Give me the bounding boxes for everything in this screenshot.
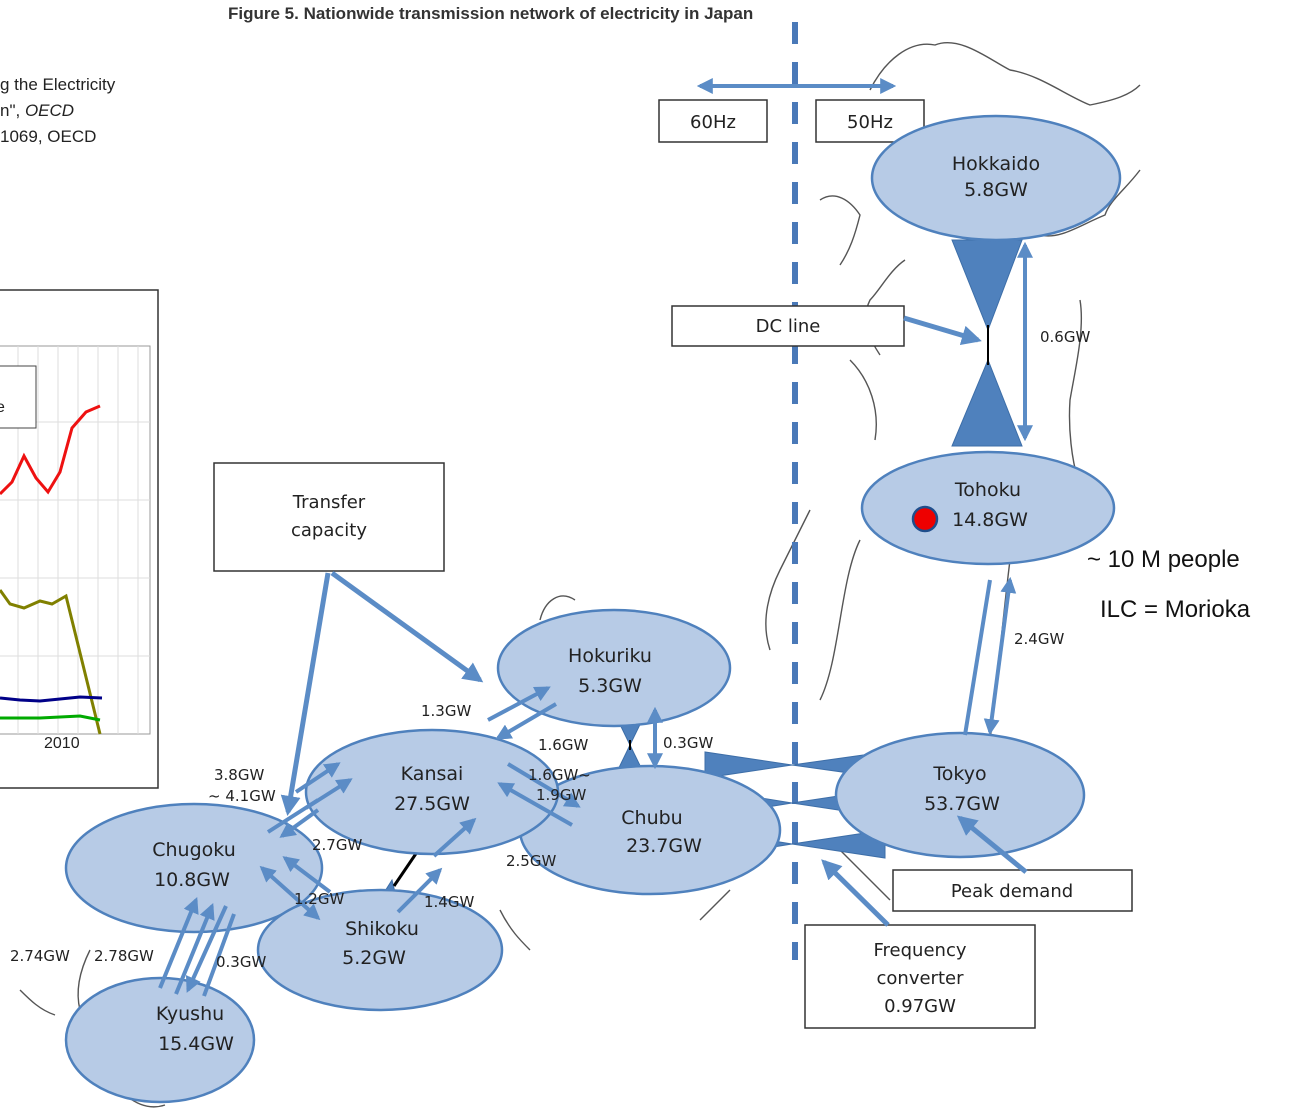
cap-kansai-shikoku-dc: 2.5GW xyxy=(506,852,556,870)
label-60hz-box xyxy=(658,99,768,143)
callout-frequency-converter: Frequency converter 0.97GW xyxy=(804,924,1036,1029)
partial-chart: e 2010 xyxy=(0,289,159,789)
chart-series-navy xyxy=(0,695,103,703)
chart-legend xyxy=(0,365,37,429)
cap-chugoku-shikoku: 2.7GW xyxy=(312,836,362,854)
region-tohoku: Tohoku 14.8GW xyxy=(860,450,1116,566)
peak-demand-pointer xyxy=(956,815,1028,874)
figure-title: Figure 5. Nationwide transmission networ… xyxy=(228,4,754,23)
label-60hz: 60Hz xyxy=(690,112,736,133)
cap-kansai-hokuriku: 1.3GW xyxy=(421,702,471,720)
region-capacity: 53.7GW xyxy=(924,793,1000,815)
cap-tohoku-tokyo: 2.4GW xyxy=(1014,630,1064,648)
region-capacity: 5.8GW xyxy=(964,179,1028,201)
callout-peak-demand: Peak demand xyxy=(892,869,1133,912)
reference-line-1: g the Electricity xyxy=(0,75,116,94)
hokkaido-tohoku-dc-link-lower xyxy=(951,358,1023,447)
cap-kansai-chubu-a: 1.6GW~ xyxy=(528,766,591,784)
region-capacity: 5.2GW xyxy=(342,947,406,969)
legend-fragment: e xyxy=(0,399,5,416)
label-50hz: 50Hz xyxy=(847,112,893,133)
transfer-pointer-left xyxy=(280,572,331,816)
transfer-pointer-right xyxy=(330,570,484,683)
callout-transfer-capacity: Transfer capacity xyxy=(213,462,445,572)
chart-series-olive xyxy=(0,589,102,735)
region-kansai: Kansai 27.5GW xyxy=(304,728,560,856)
region-hokuriku: Hokuriku 5.3GW xyxy=(496,608,732,728)
chart-series-red xyxy=(0,404,101,496)
region-chubu: Chubu 23.7GW xyxy=(518,764,782,896)
ilc-note: ILC = Morioka xyxy=(1100,596,1251,623)
region-chugoku: Chugoku 10.8GW xyxy=(64,802,324,934)
svg-text:0.97GW: 0.97GW xyxy=(884,996,956,1017)
cap-kansai-chubu-b: 1.9GW xyxy=(536,786,586,804)
cap-hokkaido-tohoku: 0.6GW xyxy=(1040,328,1090,346)
cap-kansai-chugoku-a: 3.8GW xyxy=(214,766,264,784)
region-capacity: 15.4GW xyxy=(158,1033,234,1055)
cap-kansai-chugoku-b: ~ 4.1GW xyxy=(208,787,276,805)
cap-kyushu-a: 2.74GW xyxy=(10,947,70,965)
region-name: Chubu xyxy=(621,807,682,829)
region-name: Kansai xyxy=(401,763,464,785)
svg-text:Frequency: Frequency xyxy=(874,940,967,961)
region-kyushu: Kyushu 15.4GW xyxy=(64,976,256,1104)
dc-line-pointer xyxy=(903,315,982,346)
region-tokyo: Tokyo 53.7GW xyxy=(834,731,1086,859)
cap-hokuriku-chubu-b: 0.3GW xyxy=(663,734,713,752)
region-hokkaido: Hokkaido 5.8GW xyxy=(870,114,1122,242)
svg-text:Transfer: Transfer xyxy=(292,492,366,513)
hokkaido-tohoku-dc-link xyxy=(951,239,1023,332)
region-name: Hokuriku xyxy=(568,645,652,667)
cap-kyushu-b: 2.78GW xyxy=(94,947,154,965)
reference-line-2-italic: OECD xyxy=(24,101,75,120)
region-name: Hokkaido xyxy=(952,153,1040,175)
cap-shikoku-kyushu-a: 1.2GW xyxy=(294,890,344,908)
reference-line-2-plain: n", xyxy=(0,101,21,120)
region-name: Kyushu xyxy=(156,1003,224,1025)
reference-line-2: n", OECD xyxy=(0,101,74,121)
region-capacity: 14.8GW xyxy=(952,509,1028,531)
svg-text:DC line: DC line xyxy=(756,316,821,337)
svg-text:capacity: capacity xyxy=(291,520,367,541)
svg-text:Peak demand: Peak demand xyxy=(951,881,1073,902)
reference-line-3: 1069, OECD xyxy=(0,127,97,146)
cap-hokuriku-chubu-a: 1.6GW xyxy=(538,736,588,754)
morioka-marker xyxy=(911,505,939,533)
callout-dc-line: DC line xyxy=(671,305,905,347)
cap-shikoku-kyushu-b: 1.4GW xyxy=(424,893,474,911)
svg-text:converter: converter xyxy=(877,968,965,989)
label-50hz-box xyxy=(815,99,925,143)
region-name: Tokyo xyxy=(932,763,986,785)
region-capacity: 10.8GW xyxy=(154,869,230,891)
region-name: Chugoku xyxy=(152,839,236,861)
region-name: Tohoku xyxy=(954,479,1021,501)
chart-tick-2010: 2010 xyxy=(44,735,80,752)
converter-pointer xyxy=(821,859,890,927)
capacity-labels: 0.6GW 2.4GW 1.3GW 1.6GW 0.3GW 1.6GW~ 1.9… xyxy=(10,328,1090,971)
region-capacity: 27.5GW xyxy=(394,793,470,815)
chart-series-green xyxy=(0,714,101,722)
region-capacity: 23.7GW xyxy=(626,835,702,857)
population-note: ~ 10 M people xyxy=(1087,546,1240,573)
interconnection-arrows xyxy=(158,241,1033,997)
region-capacity: 5.3GW xyxy=(578,675,642,697)
cap-kyushu-c: 0.3GW xyxy=(216,953,266,971)
region-name: Shikoku xyxy=(345,918,419,940)
